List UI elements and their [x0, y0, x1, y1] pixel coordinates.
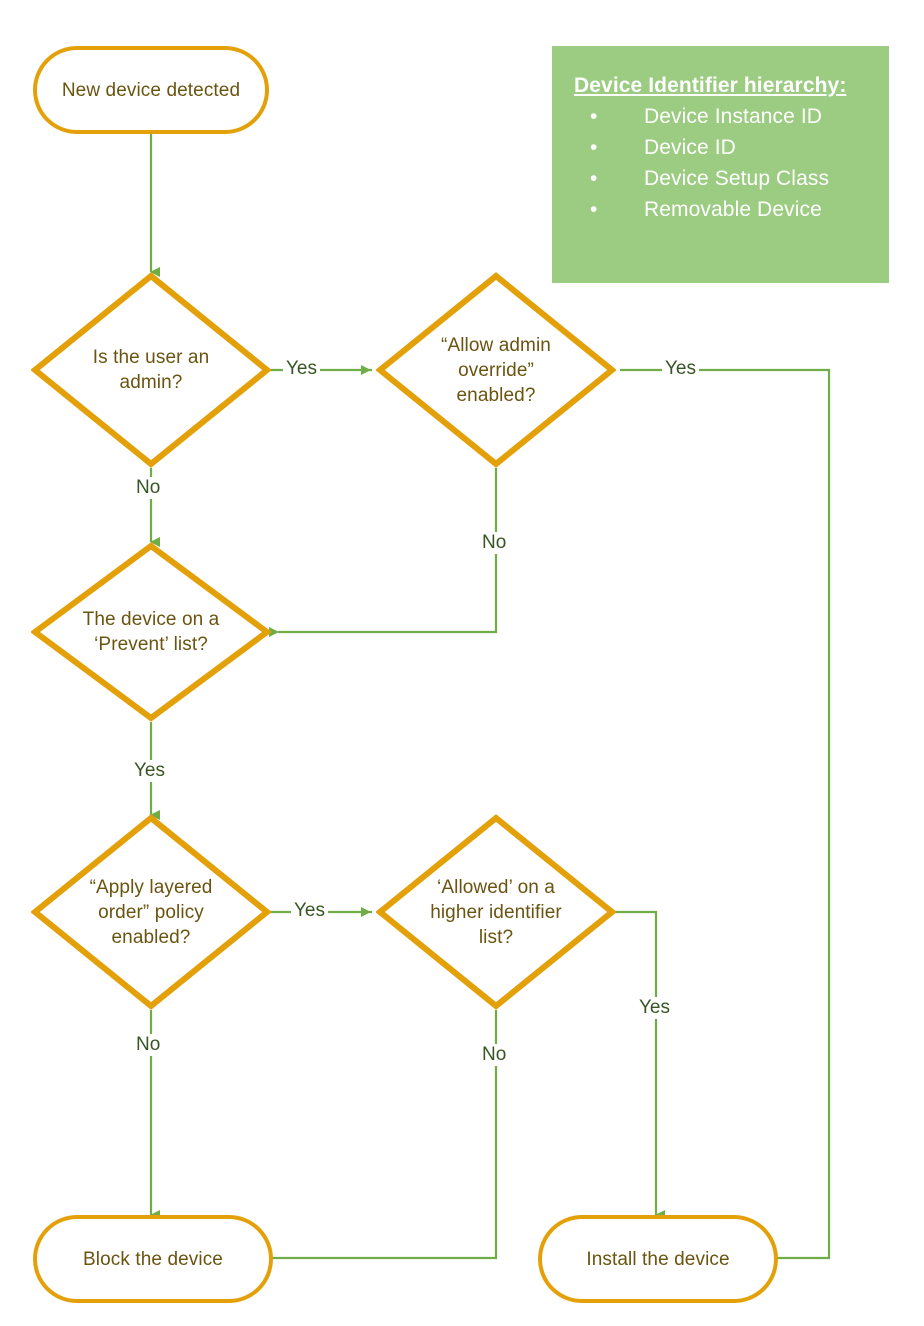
bullet-icon: • [590, 136, 598, 159]
edge-higher-identifier-no [264, 1010, 498, 1263]
edge-label-layered-order-no: No [133, 1034, 164, 1056]
diamond-shape-icon [31, 272, 271, 468]
edge-label-layered-order-yes: Yes [291, 900, 328, 922]
diamond-shape-icon [31, 814, 271, 1010]
node-start[interactable]: New device detected [33, 46, 269, 134]
edge-label-higher-identifier-no: No [479, 1044, 510, 1066]
node-higher-identifier-label: ‘Allowed’ on a higher identifier list? [430, 876, 562, 948]
edge-admin-override-yes [620, 368, 831, 1263]
legend-item-label: Removable Device [644, 198, 822, 221]
node-layered-order[interactable]: “Apply layered order” policy enabled? [31, 814, 271, 1010]
node-admin-override-label: “Allow admin override” enabled? [441, 334, 551, 406]
node-install[interactable]: Install the device [538, 1215, 778, 1303]
bullet-icon: • [590, 198, 598, 221]
edge-label-admin-override-yes: Yes [662, 358, 699, 380]
legend-item-label: Device ID [644, 136, 736, 159]
legend-title: Device Identifier hierarchy: [574, 74, 847, 97]
node-prevent-list-label: The device on a ‘Prevent’ list? [82, 609, 220, 655]
edge-label-prevent-list-yes: Yes [131, 760, 168, 782]
edge-label-is-admin-yes: Yes [283, 358, 320, 380]
node-prevent-list[interactable]: The device on a ‘Prevent’ list? [31, 542, 271, 722]
diamond-shape-icon [376, 814, 616, 1010]
node-admin-override[interactable]: “Allow admin override” enabled? [376, 272, 616, 468]
legend-item: • Device ID [590, 132, 869, 163]
legend-item: • Device Instance ID [590, 101, 869, 132]
legend-list: • Device Instance ID • Device ID • Devic… [574, 101, 869, 225]
legend-item-label: Device Setup Class [644, 167, 830, 190]
node-higher-identifier[interactable]: ‘Allowed’ on a higher identifier list? [376, 814, 616, 1010]
node-layered-order-label: “Apply layered order” policy enabled? [89, 876, 213, 948]
node-is-admin-label: Is the user an admin? [92, 347, 210, 393]
legend-box: Device Identifier hierarchy: • Device In… [552, 46, 889, 283]
diamond-shape-icon [376, 272, 616, 468]
bullet-icon: • [590, 105, 598, 128]
bullet-icon: • [590, 167, 598, 190]
node-install-label: Install the device [586, 1248, 730, 1270]
node-is-admin[interactable]: Is the user an admin? [31, 272, 271, 468]
edge-admin-override-no [269, 468, 498, 637]
legend-item: • Device Setup Class [590, 163, 869, 194]
node-block[interactable]: Block the device [33, 1215, 273, 1303]
edge-label-is-admin-no: No [133, 477, 164, 499]
edge-label-higher-identifier-yes: Yes [636, 997, 673, 1019]
edge-label-admin-override-no: No [479, 532, 510, 554]
legend-item-label: Device Instance ID [644, 105, 823, 128]
node-block-label: Block the device [83, 1248, 223, 1270]
node-start-label: New device detected [61, 79, 241, 101]
diamond-shape-icon [31, 542, 271, 722]
legend-item: • Removable Device [590, 194, 869, 225]
